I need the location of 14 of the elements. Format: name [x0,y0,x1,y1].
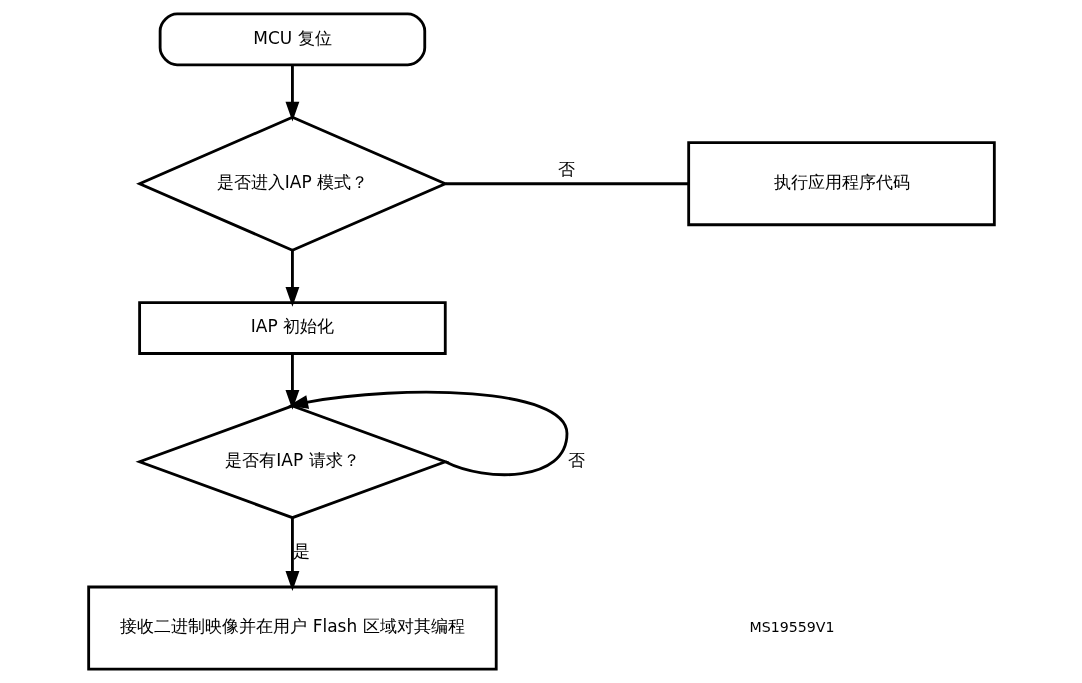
arrow [285,250,299,307]
edge-label: 否 [567,450,585,471]
node-box: 执行应用程序代码 [686,141,996,227]
connector [444,182,688,186]
arrow [285,354,299,410]
arrow [287,390,568,477]
node-diamond: 是否有IAP 请求？ [135,404,449,520]
arrow [285,65,299,122]
edge-label: 否 [557,158,575,179]
node-box: IAP 初始化 [137,301,447,355]
label: MS19559V1 [749,618,834,635]
arrow [285,518,299,591]
node-box: MCU 复位 [158,12,426,67]
node-box: 接收二进制映像并在用户 Flash 区域对其编程 [86,585,498,671]
